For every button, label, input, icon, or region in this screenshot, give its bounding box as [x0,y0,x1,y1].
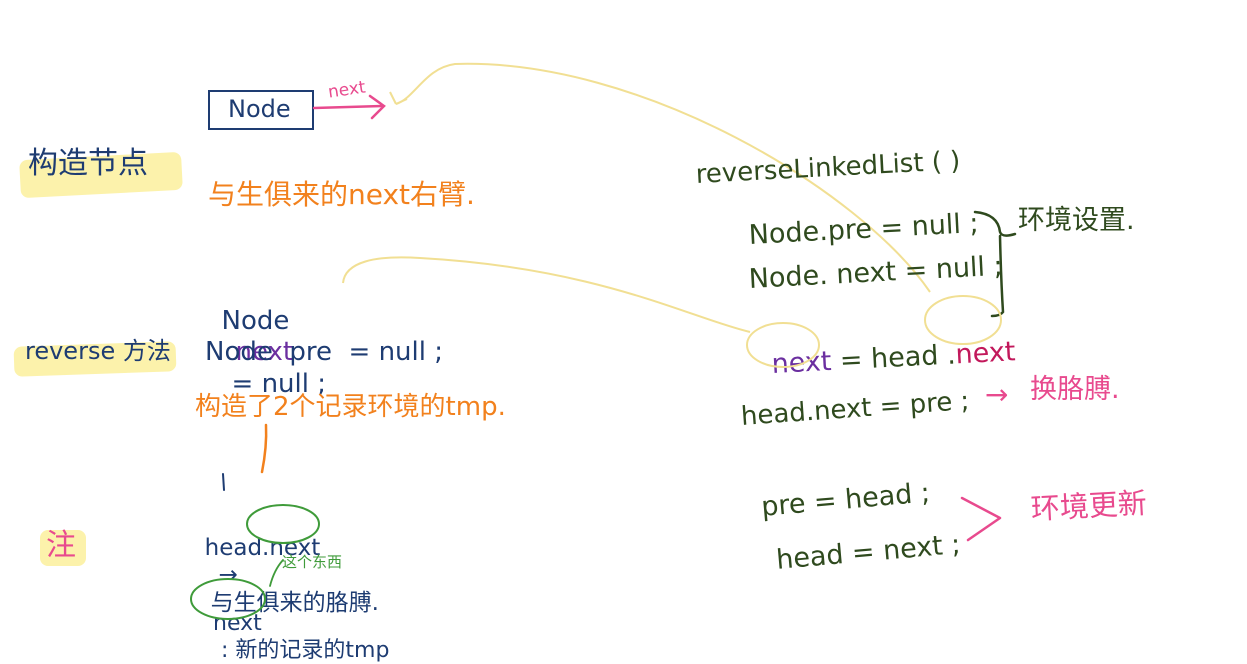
update-label: 环境更新 [1030,485,1148,526]
line-node-pre: Node pre = null ; [205,337,444,367]
func-signature: reverseLinkedList ( ) [695,146,962,190]
type-node: Node [221,306,290,337]
next-init: Node. next = null ; [748,250,1004,295]
swap-label: 换胳膊. [1030,374,1120,405]
next-circled: next [213,611,262,637]
assign-mid: = head . [830,339,957,378]
var-next: next [235,337,294,368]
assign-null: = null ; [231,368,327,399]
assign-var-next: next [770,346,833,381]
node-next-label: next [326,77,367,103]
connector-hook [389,91,408,105]
line-node-next: Node next = null ; [205,275,326,400]
assign-next: next = head .next [752,304,1016,382]
tmp-note: 构造了2个记录环境的tmp. [195,392,506,422]
orange-stroke [260,423,268,474]
tick-stroke [222,473,225,491]
annotation-this-thing: 这个东西 [282,553,343,571]
swap-line: head.next = pre ; [740,386,971,432]
update-head: head = next ; [775,528,962,576]
setup-label: 环境设置. [1018,205,1135,236]
update-brace [960,496,1002,542]
section-note: 注 [46,528,76,563]
highlight-note [40,530,86,566]
node-box-label: Node [228,95,291,123]
connector-curve-next-var [342,256,751,333]
next-tmp-desc: : 新的记录的tmp [221,637,390,663]
assign-field-next: next [954,336,1017,371]
section-reverse-method: reverse 方法 [25,337,171,365]
update-pre: pre = head ; [760,477,932,523]
construct-note: 与生俱来的next右臂. [208,178,475,211]
swap-arrow: → [985,378,1009,411]
pre-init: Node.pre = null ; [748,207,980,251]
head-prefix: head. [204,534,270,561]
section-construct-node: 构造节点 [28,146,148,181]
line-next-tmp: next : 新的记录的tmp [199,585,389,664]
